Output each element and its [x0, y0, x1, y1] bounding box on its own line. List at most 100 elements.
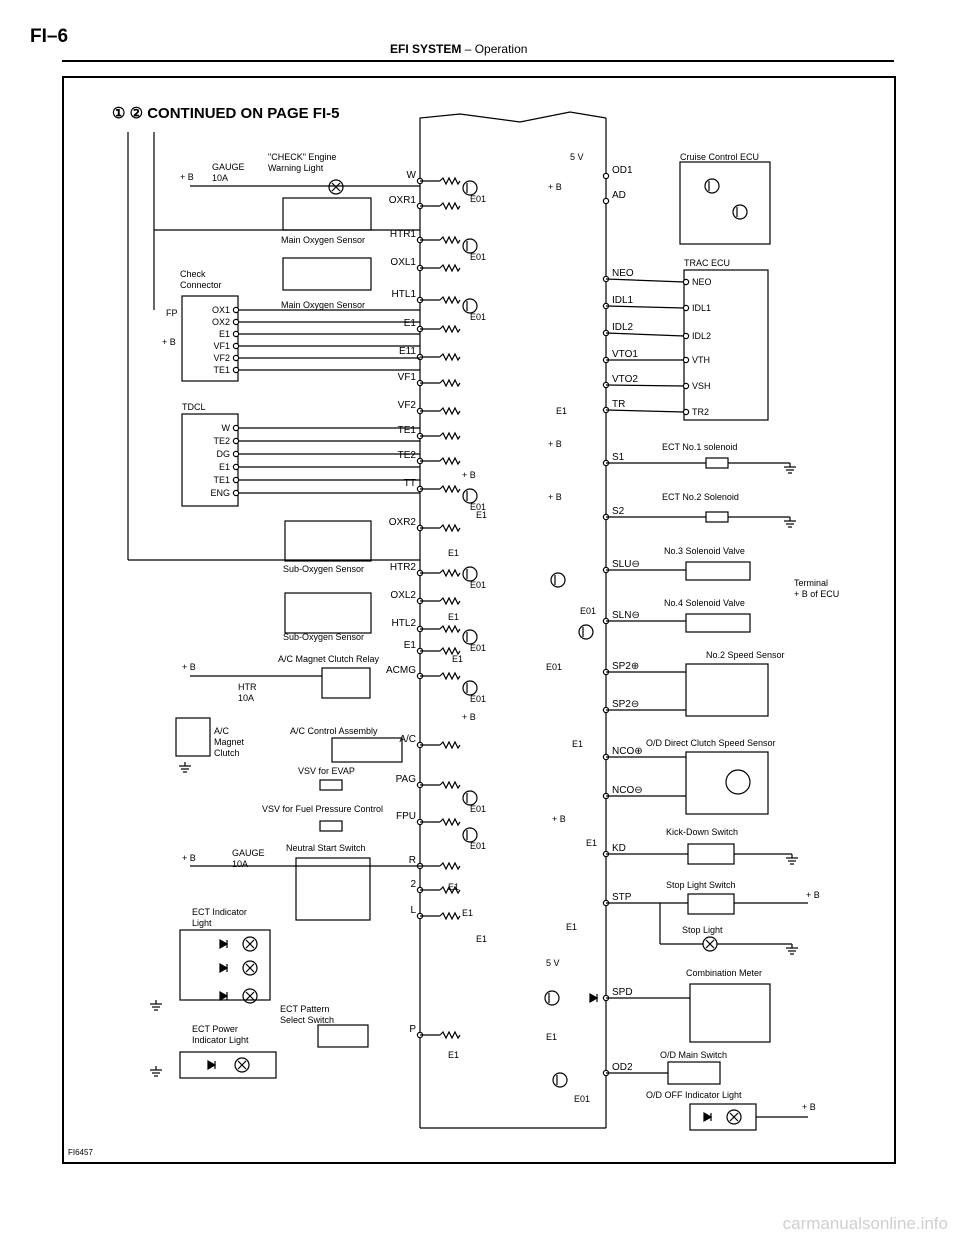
- ecu-pin-htr1: HTR1: [390, 229, 417, 240]
- fp-label: FP: [166, 308, 178, 318]
- ecu-pin-htl2: HTL2: [392, 618, 417, 629]
- lamp-filament: [245, 939, 255, 949]
- ecu-pin-kd: KD: [612, 843, 626, 854]
- trac-pin-neo: NEO: [692, 277, 712, 287]
- pin-resistor: [439, 324, 461, 334]
- e01-label: E01: [470, 252, 486, 262]
- pin-resistor: [439, 352, 461, 362]
- check-connector-pin-te1: TE1: [213, 365, 230, 375]
- ecu-pin-te2: TE2: [398, 450, 417, 461]
- ecu-pin-sp2: SP2⊕: [612, 661, 639, 672]
- terminal-ring: [232, 318, 240, 326]
- e01-right-0: E01: [580, 606, 596, 616]
- ect-indicator-light: [179, 929, 271, 1001]
- pin-resistor: [439, 406, 461, 416]
- ecu-pin-vto2: VTO2: [612, 374, 638, 385]
- check-connector-pin-ox1: OX1: [212, 305, 230, 315]
- transistor-symbol: [544, 990, 560, 1006]
- no4-solenoid-valve: [685, 613, 751, 633]
- trac-wire: [605, 332, 685, 337]
- terminal-ring: [232, 450, 240, 458]
- page-code: FI–6: [30, 26, 69, 47]
- ecu-pin-e1: E1: [404, 640, 417, 651]
- section-name: EFI SYSTEM: [390, 42, 462, 56]
- ecu-pin-od2: OD2: [612, 1062, 633, 1073]
- e1-right-2: E1: [586, 838, 597, 848]
- header-rule: [62, 60, 894, 62]
- ecu-pin-od1: OD1: [612, 165, 633, 176]
- lamp-filament: [237, 1060, 247, 1070]
- no2-speed-sensor: [685, 663, 769, 717]
- terminal-ring: [232, 463, 240, 471]
- five-v-label: 5 V: [570, 152, 584, 162]
- trac-pin-tr2: TR2: [692, 407, 709, 417]
- ecu-pin-s2: S2: [612, 506, 625, 517]
- kick-down-switch: [687, 843, 735, 865]
- e1-left-1: E1: [448, 548, 459, 558]
- lamp-filament: [705, 939, 715, 949]
- od-direct-clutch-sensor: [685, 751, 769, 815]
- transistor-symbol: [462, 827, 478, 843]
- tdcl: [181, 413, 239, 507]
- ecu-pin-s1: S1: [612, 452, 625, 463]
- trac-pin-vsh: VSH: [692, 381, 711, 391]
- continued-note: ① ② CONTINUED ON PAGE FI-5: [112, 105, 339, 122]
- ecu-pin-nco: NCO⊖: [612, 785, 643, 796]
- check-connector: [181, 295, 239, 382]
- e1-left-3: E1: [452, 654, 463, 664]
- transistor-symbol: [462, 238, 478, 254]
- pin-resistor: [439, 295, 461, 305]
- ecu-pin-e11: E11: [399, 346, 416, 357]
- trac-ecu: [683, 269, 769, 421]
- main-oxygen-sensor-1: [282, 197, 372, 231]
- pin-resistor: [439, 624, 461, 634]
- ecu-pin-ac: A/C: [399, 734, 416, 745]
- transistor-symbol: [462, 680, 478, 696]
- ect-pattern-select-switch: [317, 1024, 369, 1048]
- trac-pin-vth: VTH: [692, 355, 710, 365]
- check-connector-pin-e1: E1: [219, 329, 230, 339]
- terminal-ring: [602, 172, 610, 180]
- subsection-name: Operation: [474, 42, 528, 56]
- e01-label: E01: [470, 194, 486, 204]
- combination-meter: [689, 983, 771, 1043]
- ac-control-assembly: [331, 737, 403, 763]
- tdcl-label: TDCL: [182, 402, 206, 412]
- pin-resistor: [439, 484, 461, 494]
- main-oxygen-sensor-label: Main Oxygen Sensor: [281, 235, 365, 245]
- pin-resistor: [439, 456, 461, 466]
- ecu-pin-slu: SLU⊖: [612, 559, 640, 570]
- ecu-pin-nco: NCO⊕: [612, 746, 643, 757]
- ecu-pin-pag: PAG: [396, 774, 417, 785]
- check-connector-pin-vf2: VF2: [213, 353, 230, 363]
- ecu-pin-e1: E1: [404, 318, 417, 329]
- terminal-ring: [602, 197, 610, 205]
- tdcl-pin-te1: TE1: [213, 475, 230, 485]
- ecu-pin-tt: TT: [404, 478, 416, 489]
- pin-resistor: [439, 568, 461, 578]
- pin-resistor: [439, 817, 461, 827]
- pin-resistor: [439, 780, 461, 790]
- e1-left-2: E1: [448, 612, 459, 622]
- transistor-symbol: [462, 298, 478, 314]
- five-v-spd: 5 V: [546, 958, 560, 968]
- pin-resistor: [439, 378, 461, 388]
- ac-magnet-clutch-relay-label: A/C Magnet Clutch Relay: [278, 654, 380, 664]
- pin-resistor: [439, 523, 461, 533]
- neutral-start-switch-label: Neutral Start Switch: [286, 843, 366, 853]
- ecu-pin-oxr1: OXR1: [389, 195, 417, 206]
- lamp-filament: [245, 991, 255, 1001]
- plus-b-gauge: + B: [180, 172, 194, 182]
- terminal-ring: [682, 356, 690, 364]
- tdcl-pin-e1: E1: [219, 462, 230, 472]
- trac-ecu-label: TRAC ECU: [684, 258, 730, 268]
- terminal-ring: [232, 489, 240, 497]
- trac-wire: [605, 384, 685, 387]
- figure-id: FI6457: [68, 1148, 93, 1157]
- diode-symbol: [207, 1059, 217, 1071]
- pin-resistor: [439, 235, 461, 245]
- tdcl-pin-w: W: [222, 423, 231, 433]
